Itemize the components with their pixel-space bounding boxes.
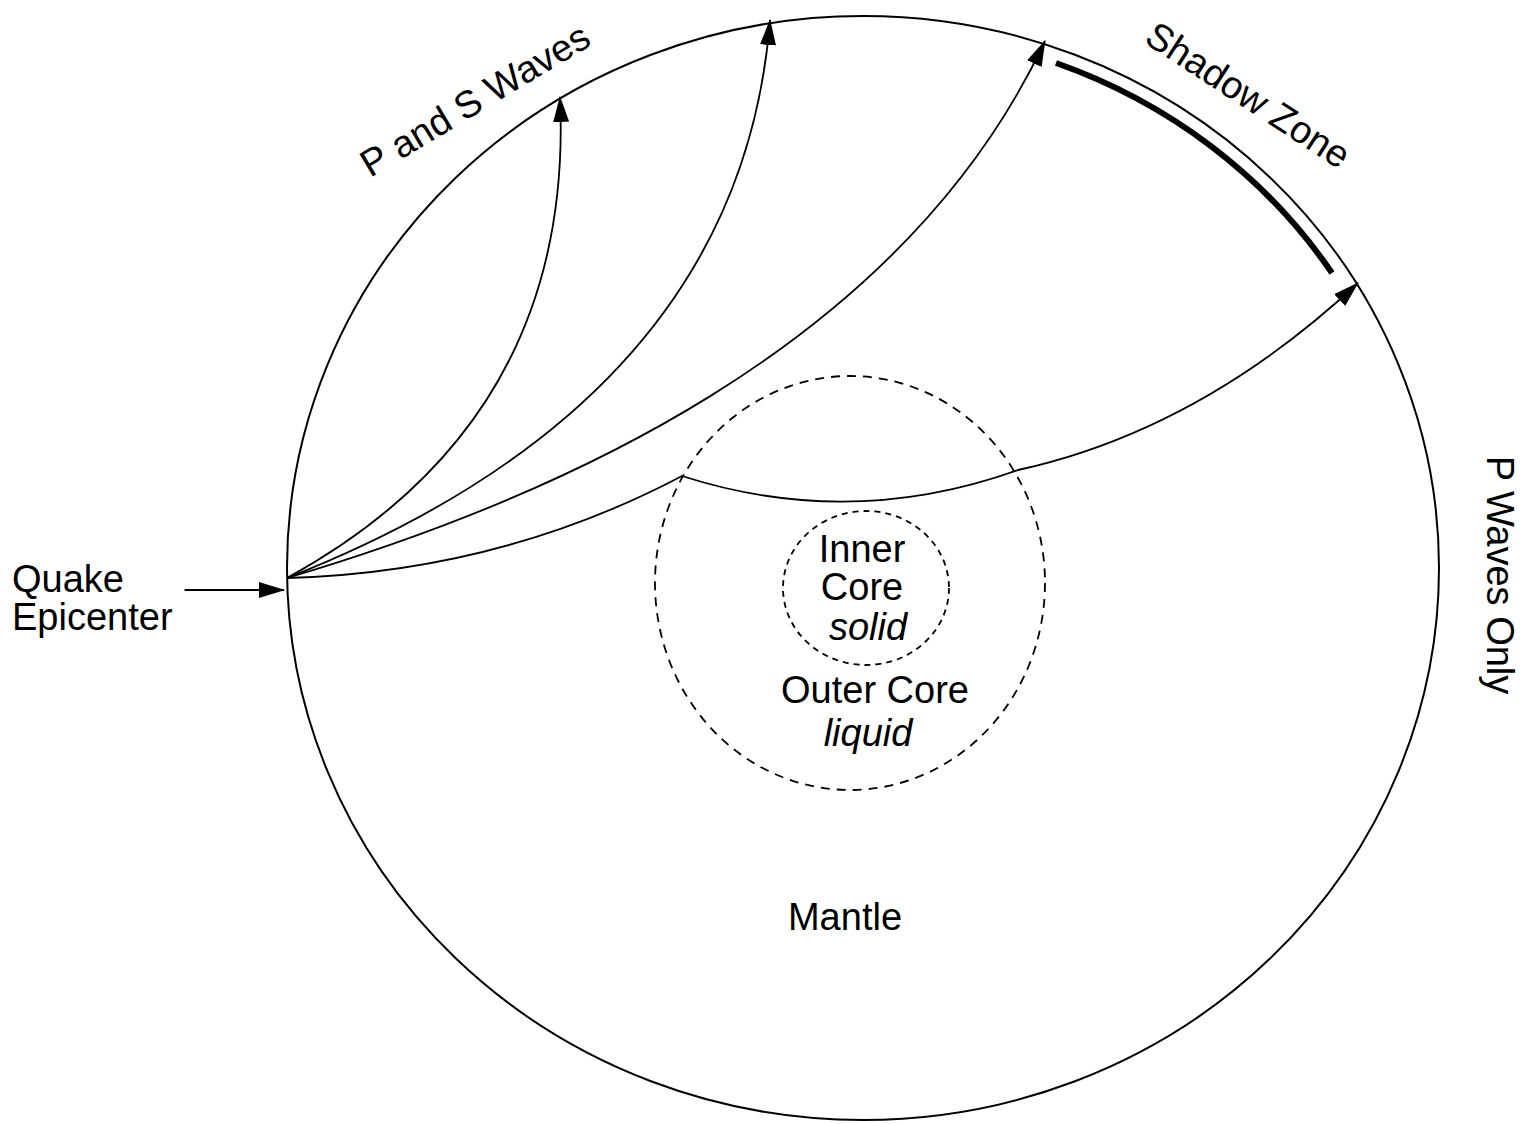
text-slot: Inner Core — [819, 530, 906, 606]
state-label: liquid — [824, 714, 913, 752]
core-boundary — [783, 511, 949, 665]
epicenter-pointer — [185, 589, 284, 591]
epicenter-label: Quake Epicenter — [12, 560, 173, 636]
mantle-circle: Inner CoresolidOuter Core liquidMantle — [286, 15, 1440, 1121]
text-slot: Outer Core — [781, 671, 969, 709]
earth-surface — [287, 16, 1439, 1120]
text-slot: liquid — [824, 714, 913, 752]
zone-label: Shadow Zone — [1139, 15, 1356, 175]
label-slot: P Waves Only — [1481, 456, 1519, 695]
state-label: solid — [829, 608, 907, 646]
wave-ray — [287, 97, 561, 578]
layer-name: Inner Core — [819, 530, 906, 606]
text-slot: Mantle — [788, 898, 902, 936]
outer-core-circle: Inner CoresolidOuter Core liquid — [654, 375, 1046, 791]
inner-core-circle: Inner Coresolid — [782, 510, 950, 666]
layer-name: Mantle — [788, 898, 902, 936]
core-boundary — [655, 376, 1045, 790]
shadow-zone-arc — [1056, 63, 1332, 273]
text-slot: solid — [829, 608, 907, 646]
label-slot: Quake Epicenter — [12, 560, 173, 636]
label-slot: Shadow Zone — [1139, 15, 1356, 175]
leader-lines — [185, 590, 284, 591]
wave-label: P Waves Only — [1481, 456, 1519, 695]
layer-name: Outer Core — [781, 671, 969, 709]
